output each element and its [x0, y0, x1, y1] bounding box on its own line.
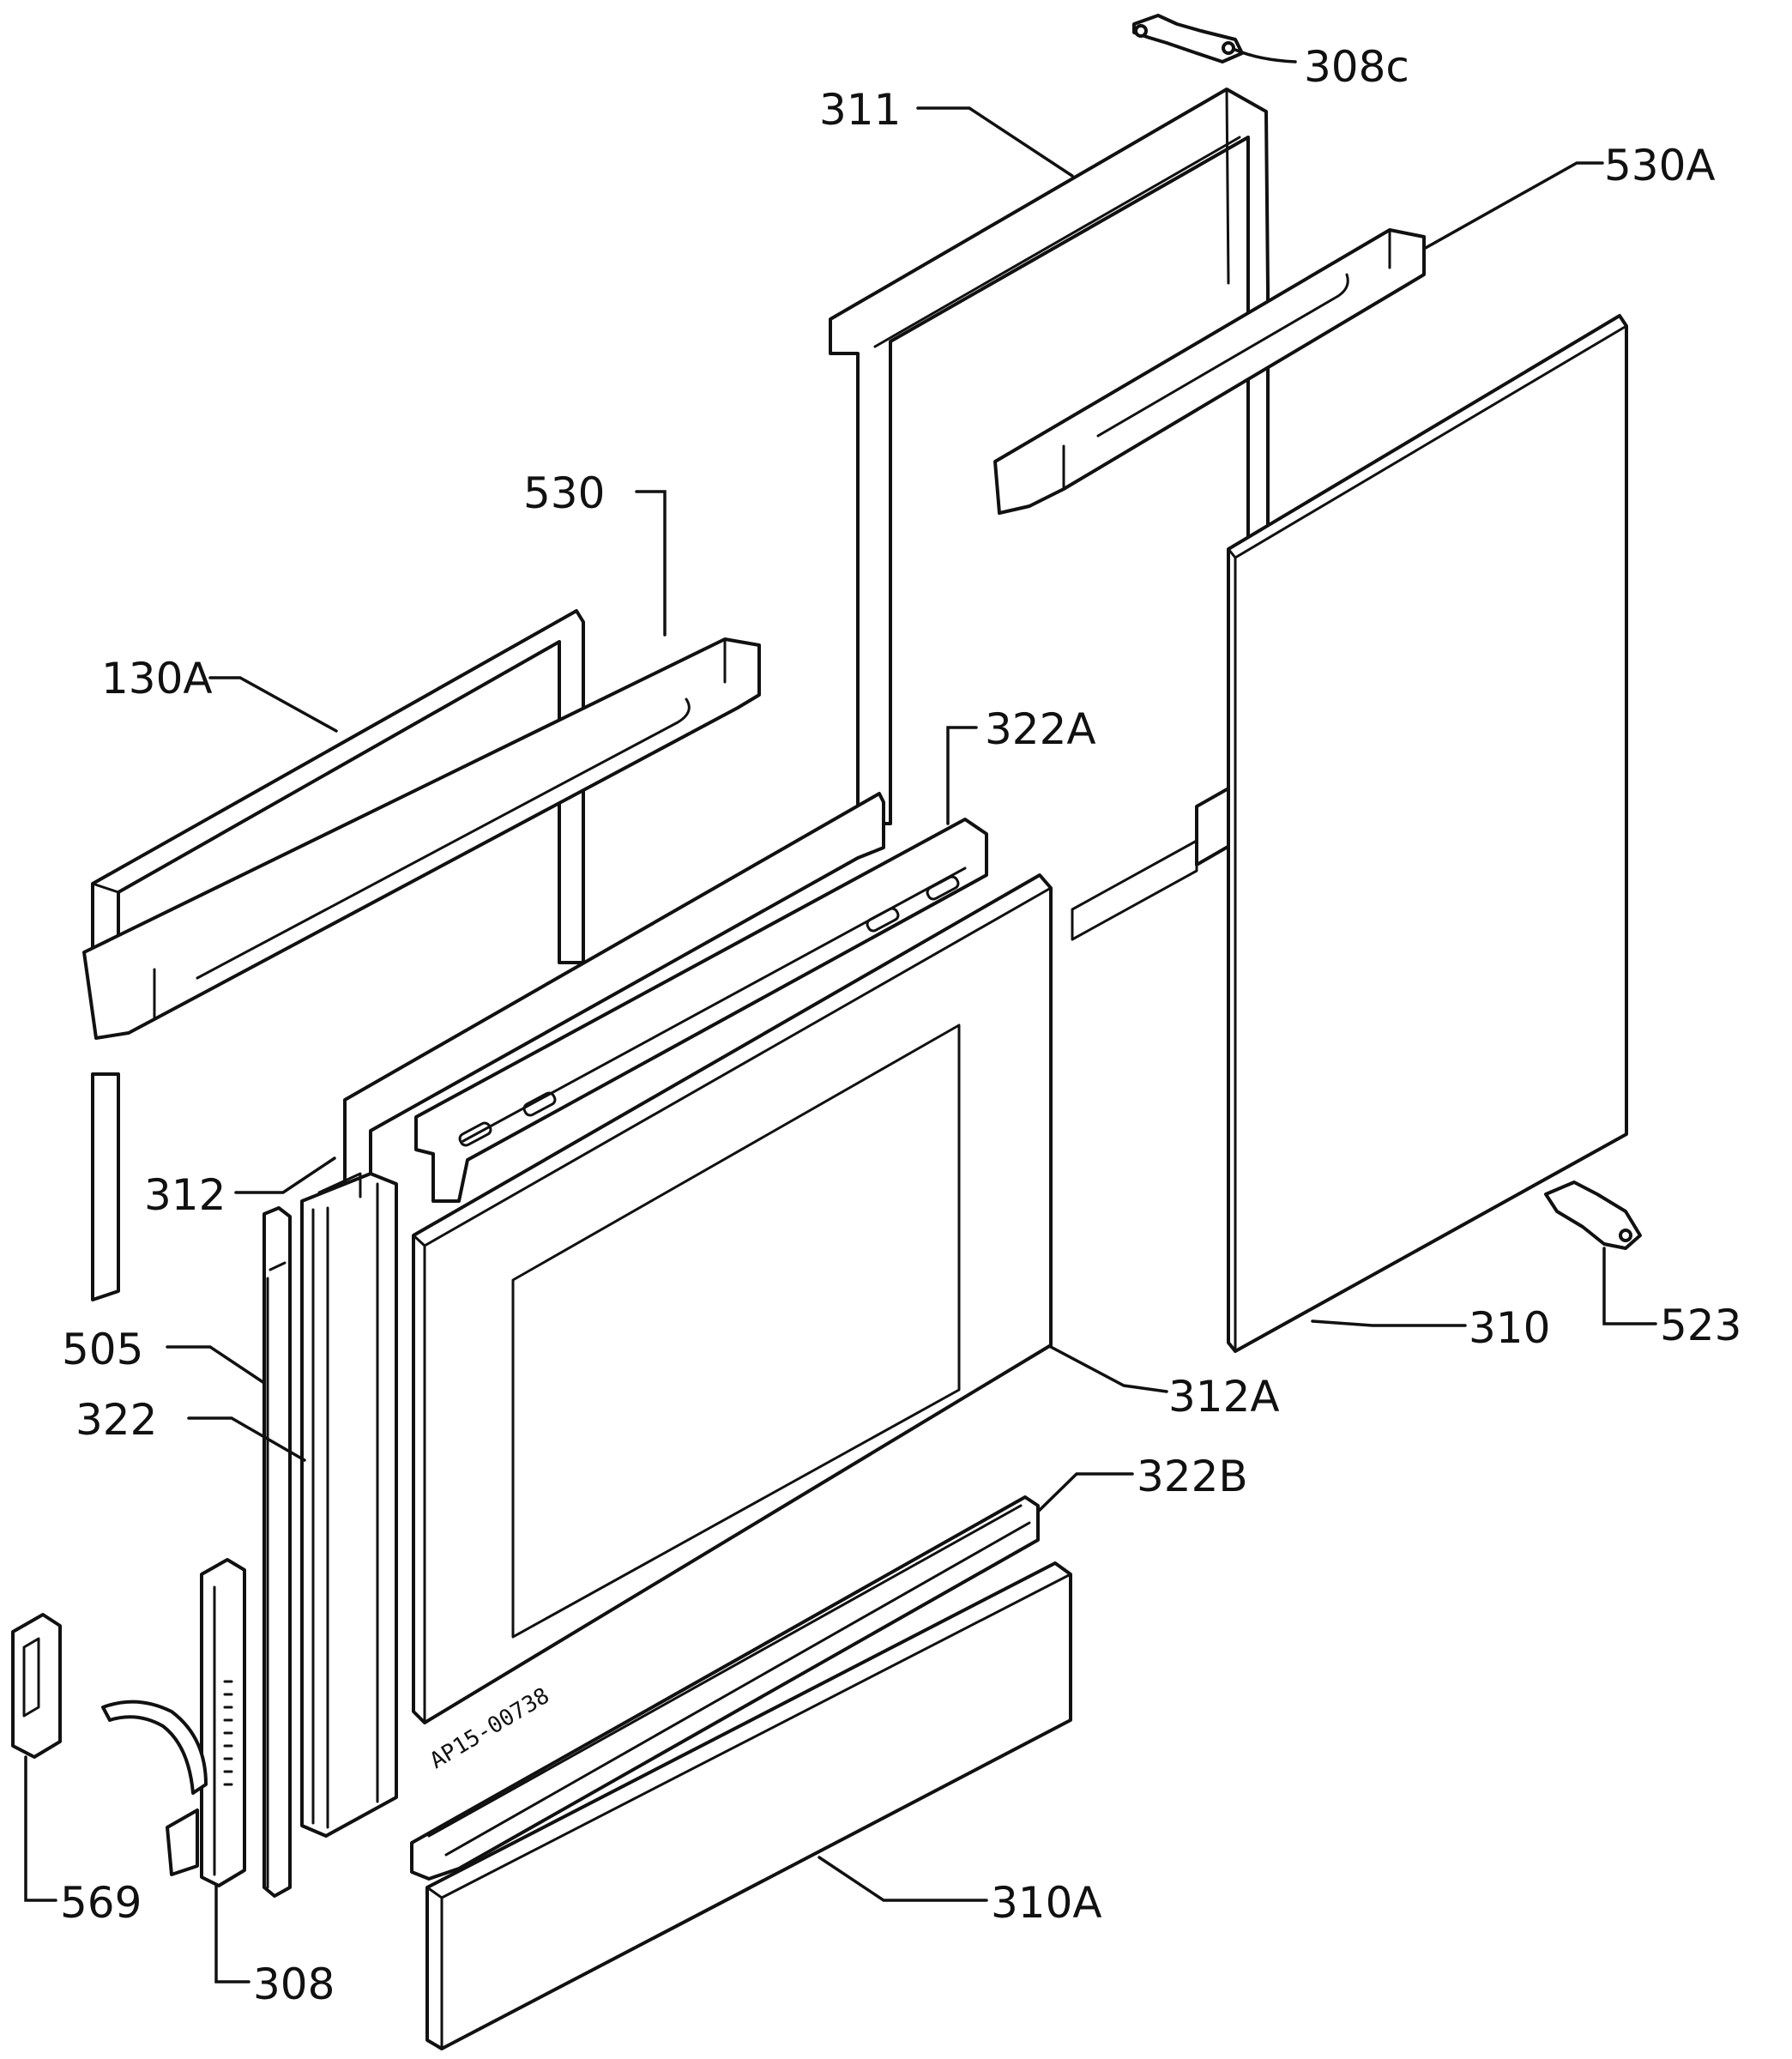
- part-308-lower-hinge: [101, 1558, 246, 1887]
- label-311: 311: [819, 85, 901, 135]
- leader-311: [916, 106, 1074, 178]
- part-523-bottom-hinge: [1544, 1180, 1642, 1250]
- label-322: 322: [75, 1395, 157, 1445]
- part-308c-top-hinge: [1132, 14, 1244, 63]
- leader-312: [234, 1156, 336, 1194]
- part-310-outer-glass: [1227, 314, 1628, 1353]
- part-322-side-profile: [300, 1172, 398, 1838]
- leader-530a: [1422, 161, 1604, 251]
- leader-310a: [818, 1856, 988, 1902]
- part-310a-bottom-trim: [425, 1561, 1072, 2050]
- leader-308c: [1234, 48, 1297, 63]
- leader-523: [1602, 1247, 1657, 1325]
- leader-322b: [1036, 1472, 1134, 1513]
- part-505-side-strip: [262, 1206, 292, 1898]
- leader-569: [24, 1755, 57, 1902]
- label-312: 312: [144, 1170, 226, 1220]
- leader-310: [1311, 1319, 1467, 1327]
- leader-505: [166, 1345, 266, 1385]
- label-523: 523: [1660, 1301, 1741, 1350]
- part-312a-inner-glass: [412, 873, 1053, 1724]
- leader-322a: [946, 726, 978, 825]
- part-530a-rear-handle: [993, 228, 1426, 515]
- callout-labels: 308c 311 530A 530 130A 322A 312 505 322 …: [60, 42, 1741, 2009]
- label-308: 308: [253, 1959, 335, 2009]
- leader-312a: [1049, 1345, 1168, 1393]
- leader-308: [214, 1884, 250, 1984]
- label-569: 569: [60, 1878, 142, 1928]
- leader-130a: [208, 676, 338, 733]
- label-310a: 310A: [991, 1878, 1102, 1928]
- part-322a-upper-channel: [414, 818, 988, 1203]
- part-311-door-frame: [829, 88, 1270, 941]
- part-530-front-handle: [82, 637, 761, 1040]
- label-312a: 312A: [1168, 1372, 1280, 1422]
- label-308c: 308c: [1304, 42, 1409, 92]
- label-310: 310: [1469, 1303, 1550, 1353]
- label-505: 505: [62, 1325, 143, 1374]
- part-130a-gasket: [91, 609, 585, 1301]
- leader-lines: [24, 48, 1657, 1984]
- label-530a: 530A: [1604, 141, 1716, 190]
- part-569-clip: [11, 1613, 62, 1759]
- part-322b-lower-channel: [410, 1495, 1040, 1881]
- leader-530: [635, 490, 667, 637]
- label-322b: 322B: [1137, 1452, 1248, 1501]
- label-530: 530: [523, 468, 605, 518]
- leader-322: [187, 1416, 306, 1462]
- label-322a: 322A: [985, 704, 1096, 754]
- label-130a: 130A: [101, 654, 213, 703]
